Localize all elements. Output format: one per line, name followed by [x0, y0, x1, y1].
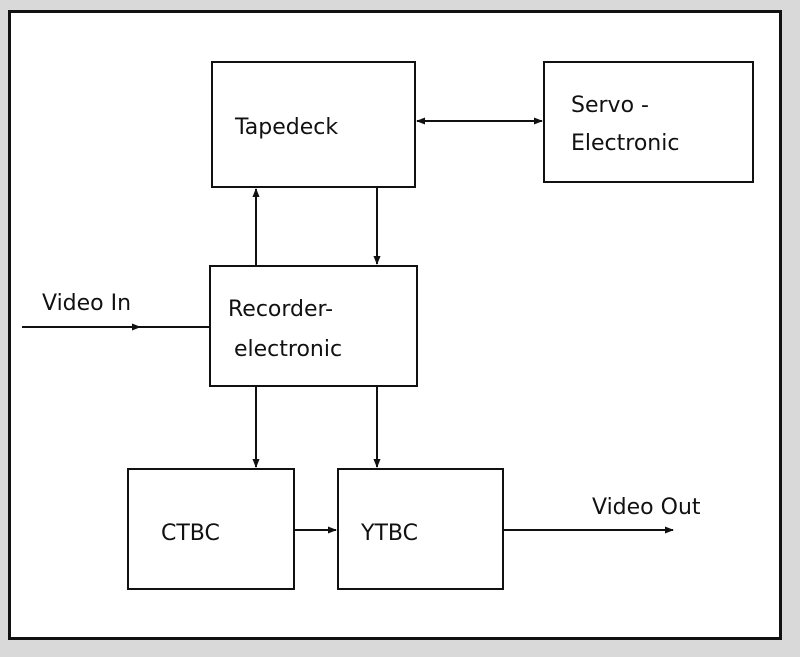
recorder-electronic-box: [209, 265, 418, 387]
ctbc-box: [127, 468, 295, 590]
ytbc-block: YTBC: [337, 468, 504, 590]
servo-electronic-box: [543, 61, 754, 183]
servo-electronic-label-line1: Servo -: [571, 93, 649, 118]
servo-electronic-block: Servo - Electronic: [543, 61, 754, 183]
video-out-label: Video Out: [592, 495, 701, 520]
servo-electronic-label-line2: Electronic: [571, 131, 679, 156]
recorder-electronic-label-line1: Recorder-: [228, 297, 333, 322]
recorder-electronic-block: Recorder- electronic: [209, 265, 418, 387]
recorder-electronic-label-line2: electronic: [234, 337, 342, 362]
tapedeck-box: [211, 61, 416, 188]
ytbc-label: YTBC: [360, 521, 418, 546]
video-in-label: Video In: [42, 291, 131, 316]
tapedeck-label: Tapedeck: [234, 115, 338, 140]
ctbc-label: CTBC: [161, 521, 220, 546]
ctbc-block: CTBC: [127, 468, 295, 590]
tapedeck-block: Tapedeck: [211, 61, 416, 188]
